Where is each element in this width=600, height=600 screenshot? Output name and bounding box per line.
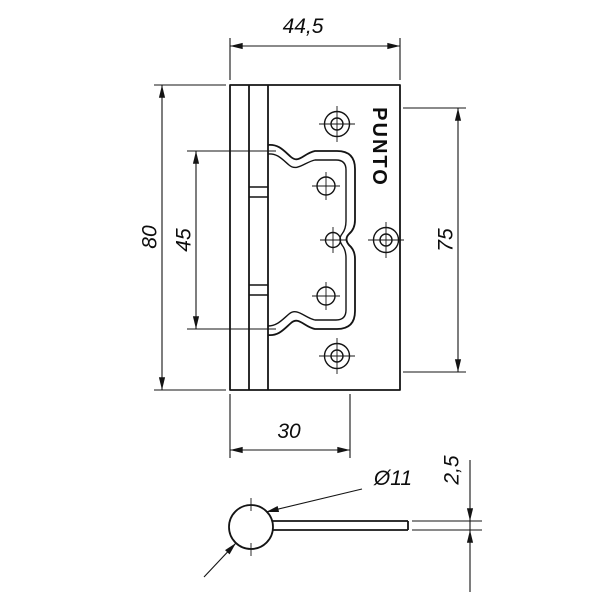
screw-hole-bottom: [319, 338, 355, 374]
screw-hole-upper-middle: [312, 172, 340, 200]
plate-edge-view: [272, 520, 409, 531]
dim-thickness-label: 2,5: [441, 455, 464, 486]
dim-right-height: 75: [403, 107, 466, 373]
screw-hole-center: [320, 227, 346, 253]
dim-cutout-height-label: 45: [173, 228, 196, 252]
screw-hole-lower-middle: [312, 282, 340, 310]
dim-bottom-width: 30: [229, 394, 351, 458]
dim-bottom-width-label: 30: [277, 420, 301, 443]
dim-left-height-label: 80: [139, 225, 162, 249]
punto-logo: PUNTO: [368, 107, 390, 187]
hinge-front-view: PUNTO: [229, 84, 404, 391]
dim-top-width: 44,5: [229, 15, 401, 80]
dim-right-height-label: 75: [435, 228, 458, 252]
dim-thickness: 2,5: [412, 455, 482, 592]
dim-cutout-height: 45: [173, 150, 276, 330]
dim-top-width-label: 44,5: [283, 15, 324, 38]
dim-diameter-label: Ø11: [373, 467, 412, 490]
dim-left-height: 80: [139, 84, 226, 391]
screw-holes: [312, 106, 404, 374]
screw-hole-right: [368, 222, 404, 258]
stamped-contour-outer: [267, 144, 356, 336]
plate-outline: [229, 84, 401, 391]
barrel-strip: [248, 85, 269, 390]
hinge-bottom-view: [228, 498, 409, 556]
dim-diameter: Ø11: [203, 467, 412, 578]
screw-hole-top: [319, 106, 355, 142]
